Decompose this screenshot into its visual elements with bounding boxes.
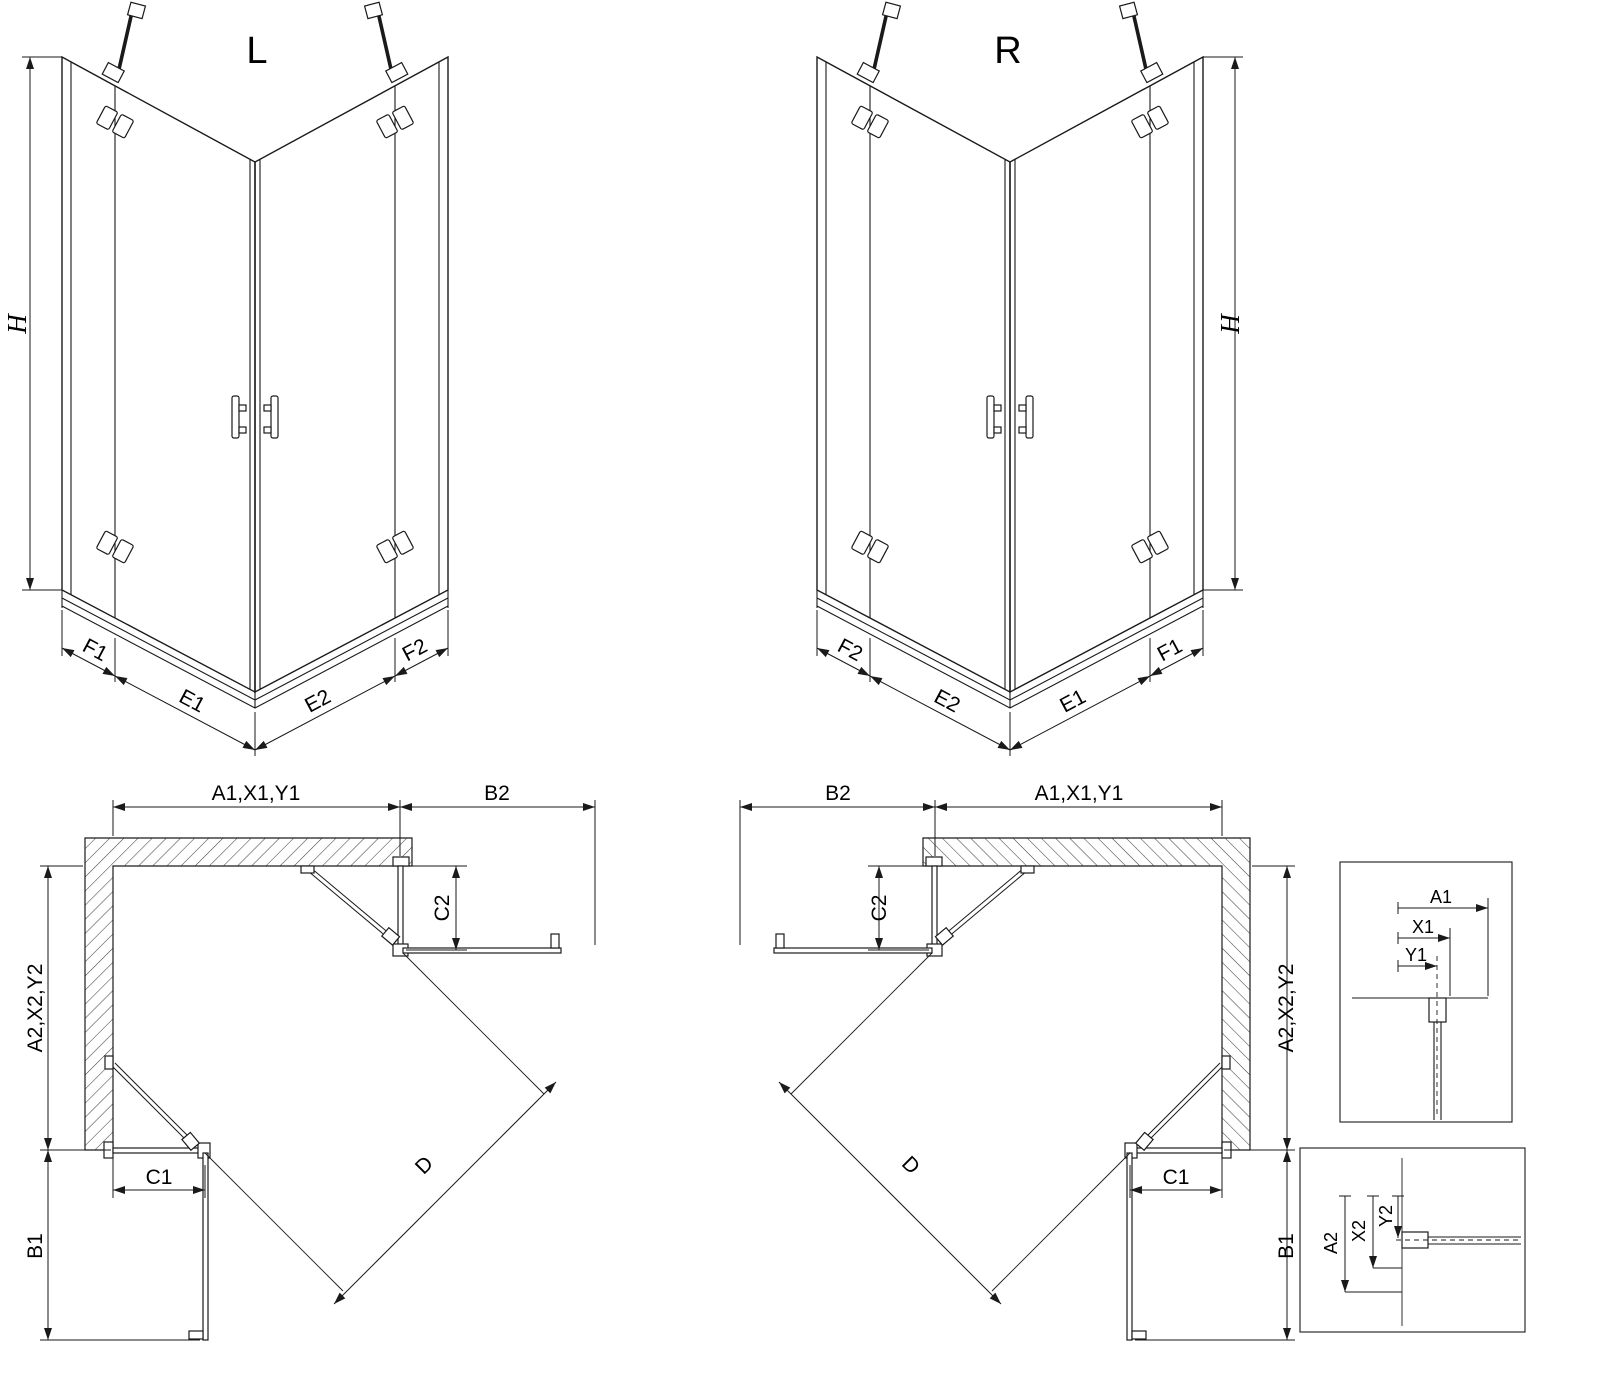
- plan-left-b1: B1: [24, 1233, 47, 1259]
- detail-a2: A2: [1321, 1232, 1341, 1254]
- plan-left-c2: C2: [431, 895, 454, 922]
- detail-y1: Y1: [1405, 945, 1427, 965]
- plan-left-b2: B2: [484, 782, 510, 805]
- plan-left-depth: A2,X2,Y2: [24, 964, 47, 1053]
- variant-label-left: L: [246, 30, 267, 72]
- detail-section-horizontal: A1 X1 Y1: [1339, 861, 1513, 1123]
- detail-a1: A1: [1430, 887, 1452, 907]
- plan-left-width: A1,X1,Y1: [212, 782, 301, 805]
- plan-left-c1: C1: [146, 1166, 173, 1189]
- plan-right-width: A1,X1,Y1: [1035, 782, 1124, 805]
- plan-right-b1: B1: [1275, 1233, 1298, 1259]
- plan-right-c1: C1: [1163, 1166, 1190, 1189]
- plan-right-c2: C2: [868, 895, 891, 922]
- detail-section-vertical: A2 X2 Y2: [1299, 1147, 1526, 1333]
- detail-x2: X2: [1349, 1220, 1369, 1242]
- detail-y2: Y2: [1376, 1205, 1396, 1227]
- variant-label-right: R: [994, 30, 1021, 72]
- plan-view-right: B2 A1,X1,Y1 C2 A2,X2,Y2 B1 C1 D: [740, 782, 1298, 1340]
- detail-x1: X1: [1412, 917, 1434, 937]
- plan-right-b2: B2: [825, 782, 851, 805]
- dim-height-left: H: [2, 313, 32, 335]
- plan-right-depth: A2,X2,Y2: [1275, 964, 1298, 1053]
- dim-height-right: H: [1215, 313, 1245, 335]
